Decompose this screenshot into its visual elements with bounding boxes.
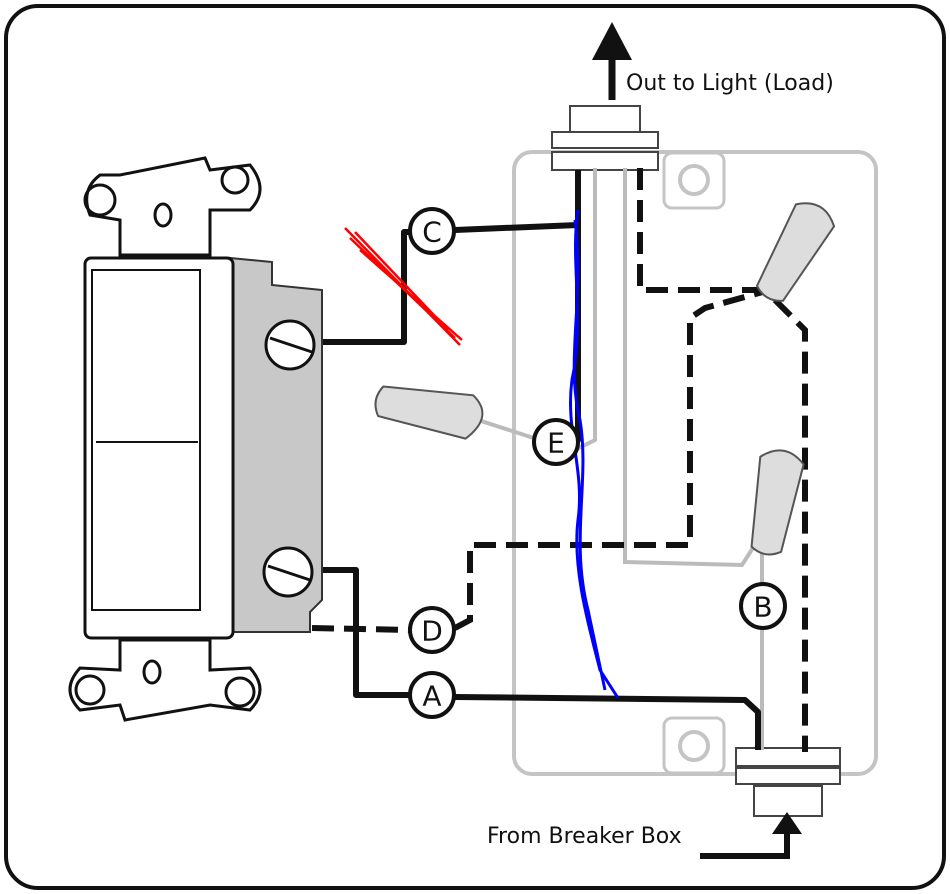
svg-text:D: D: [421, 615, 443, 648]
marker-c: C: [408, 207, 456, 255]
light-switch: [68, 156, 323, 722]
terminal-screw-top: [264, 319, 316, 371]
arrow-up-icon: [700, 812, 802, 859]
dashed-wires: [311, 168, 808, 752]
terminal-screw-bottom: [262, 546, 314, 598]
marker-a: A: [408, 671, 456, 719]
bottom-cable-clamp: [735, 747, 841, 817]
svg-text:C: C: [422, 216, 442, 249]
svg-text:B: B: [753, 591, 772, 624]
marker-d: D: [408, 606, 456, 654]
from-breaker-label: From Breaker Box: [487, 824, 682, 849]
arrow-up-icon: [592, 22, 632, 100]
red-marker-scribble: [344, 227, 463, 346]
out-to-light-label: Out to Light (Load): [626, 71, 834, 96]
svg-text:A: A: [422, 680, 441, 713]
marker-e: E: [532, 418, 580, 466]
wire-nut-bottom-right: [750, 449, 805, 556]
svg-text:E: E: [547, 427, 565, 460]
wire-nut-top-right: [755, 202, 836, 302]
top-cable-clamp: [551, 105, 659, 171]
junction-box: [512, 150, 878, 776]
marker-b: B: [739, 582, 787, 630]
wire-nut-left: [374, 385, 484, 440]
